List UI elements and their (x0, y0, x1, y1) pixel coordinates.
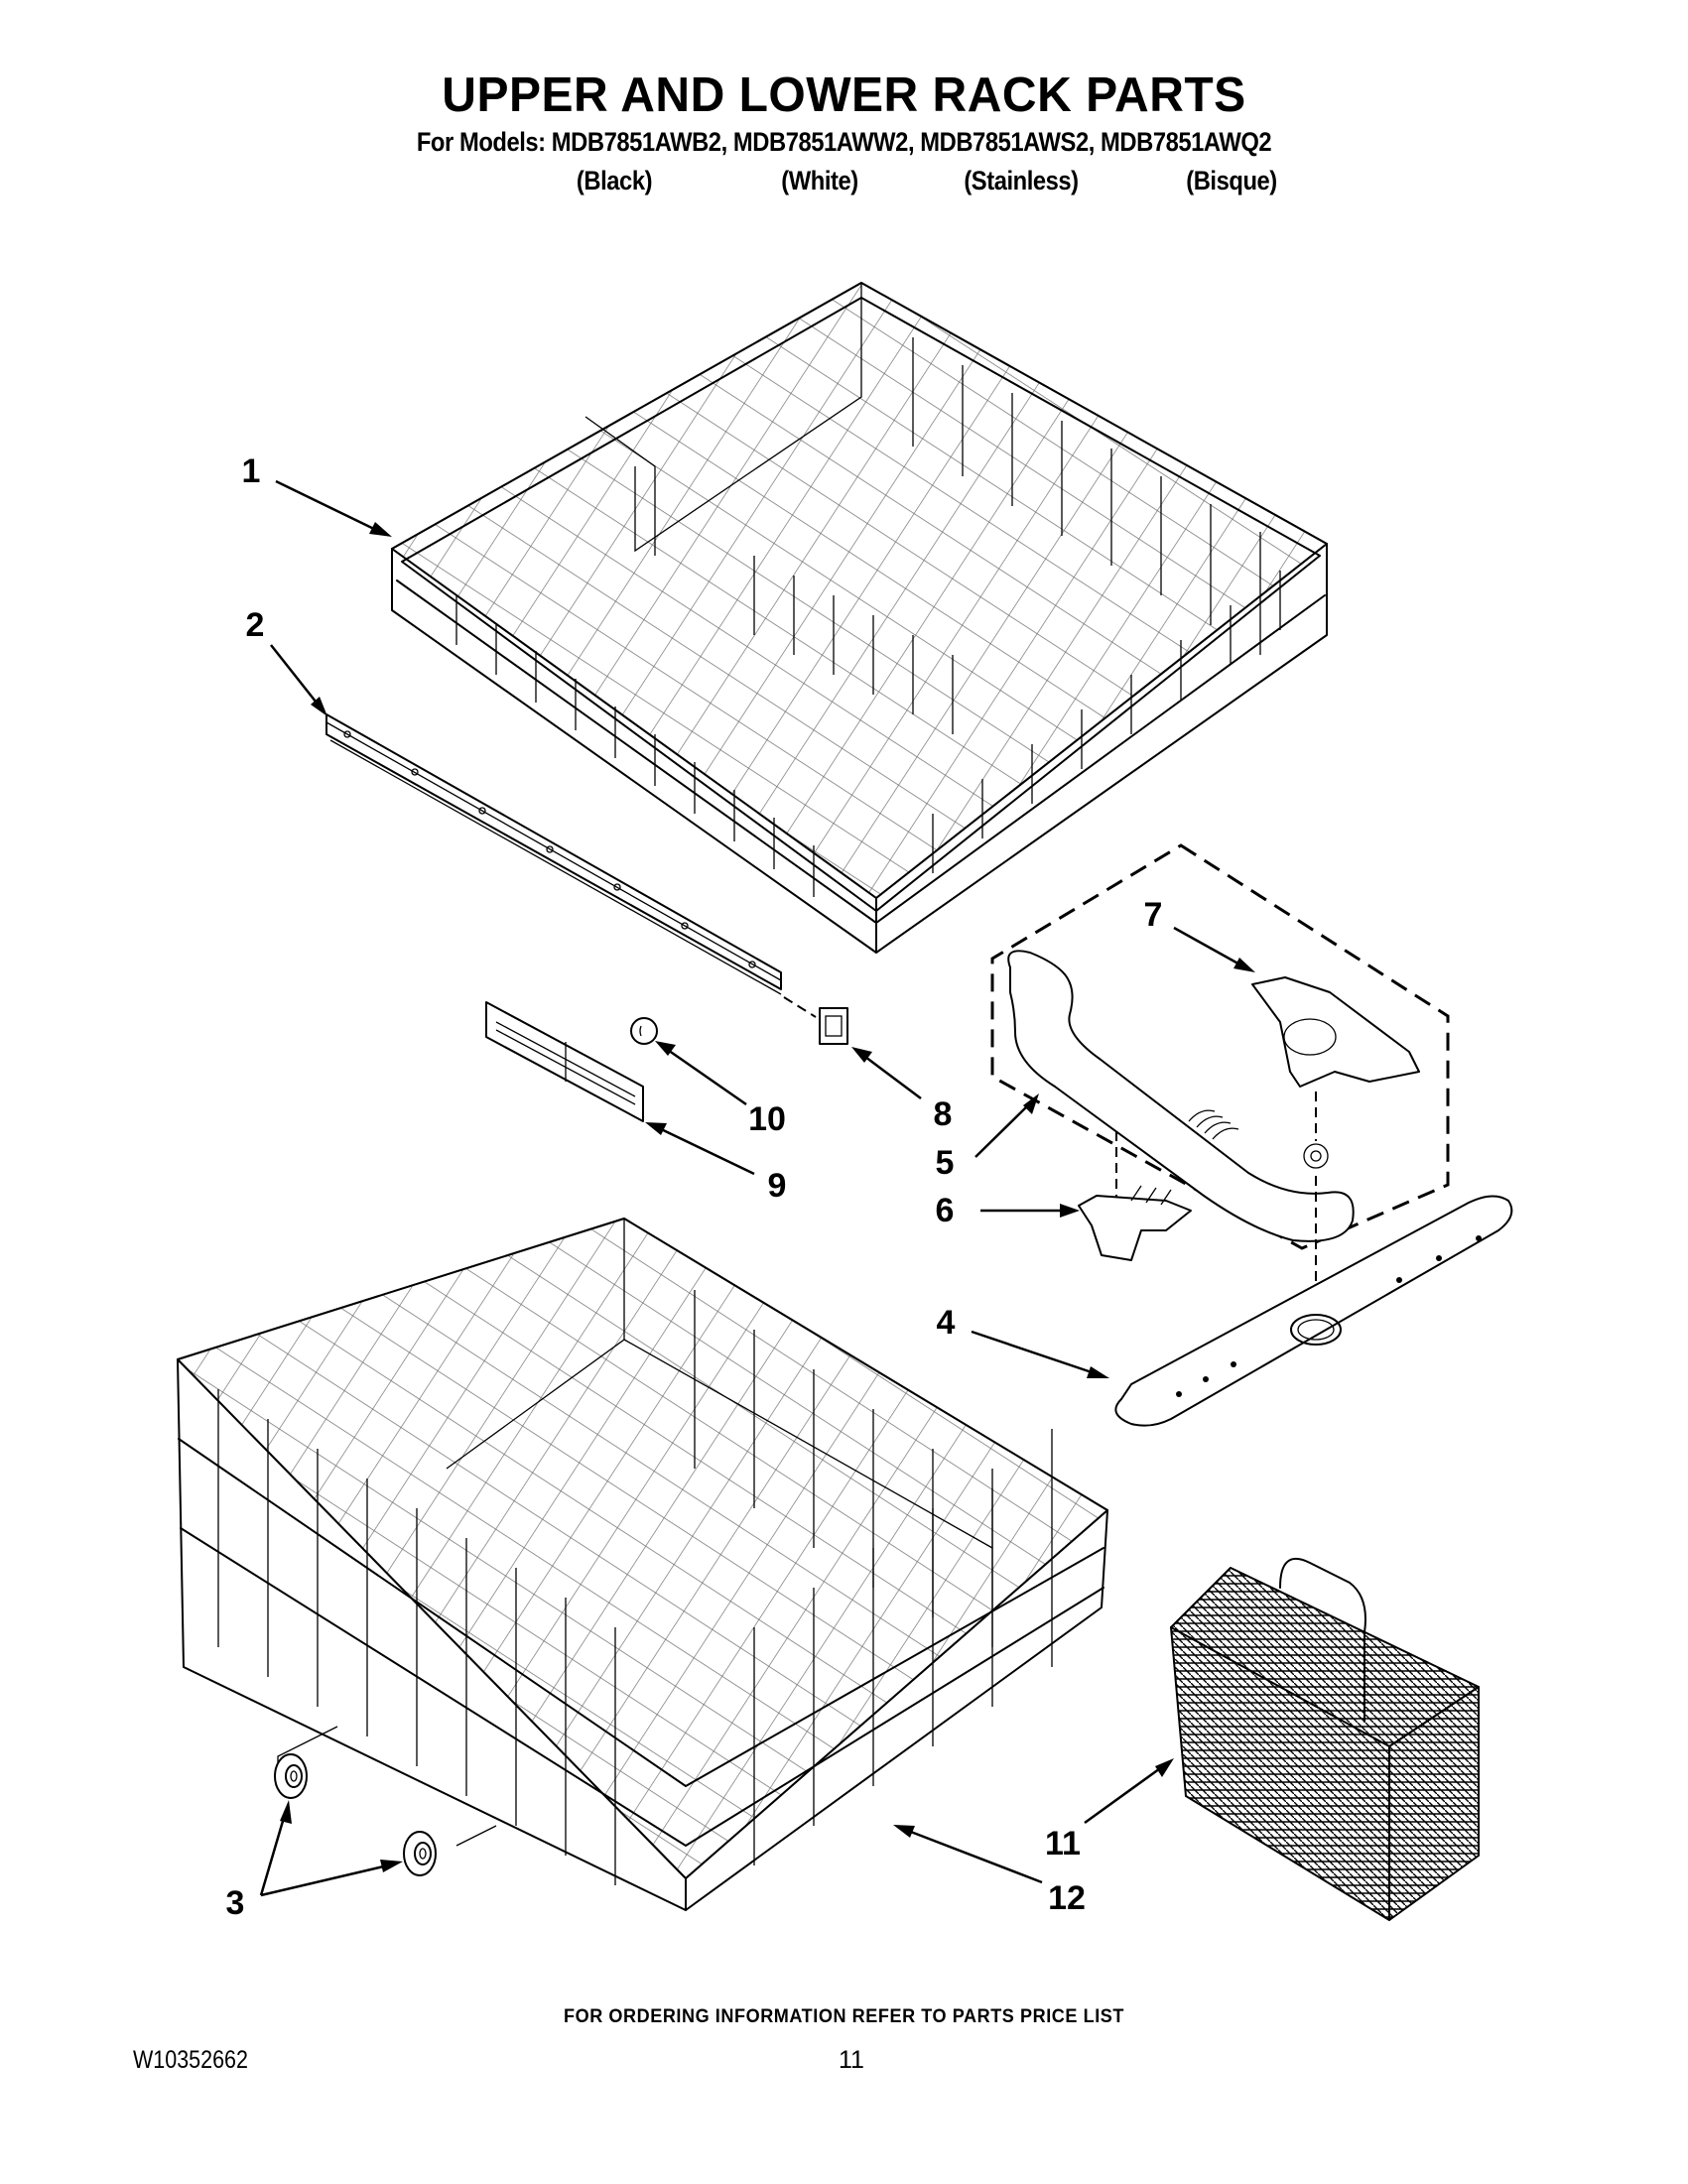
silverware-basket-illustration (1170, 1557, 1480, 1921)
lower-rack-illustration (177, 1218, 1108, 1911)
callout-3: 3 (225, 1884, 245, 1922)
wheel-illustration-1 (274, 1753, 308, 1799)
callout-11: 11 (1045, 1825, 1081, 1863)
callout-10: 10 (748, 1100, 786, 1138)
models-line: For Models: MDB7851AWB2, MDB7851AWW2, MD… (416, 127, 1272, 157)
color-label-black: (Black) (576, 166, 653, 195)
callout-2: 2 (245, 606, 265, 644)
upper-spray-arm-illustration (1114, 1195, 1513, 1427)
callout-8: 8 (933, 1095, 953, 1133)
document-number: W10352662 (133, 2046, 248, 2074)
rail-end-cap-illustration (819, 1007, 848, 1045)
color-label-stainless: (Stainless) (964, 166, 1079, 195)
callout-9: 9 (767, 1167, 787, 1205)
rail-stop-illustration (485, 1001, 644, 1122)
color-label-bisque: (Bisque) (1186, 166, 1277, 195)
wheel-illustration-2 (403, 1831, 437, 1876)
page-number: 11 (839, 2046, 864, 2074)
color-label-white: (White) (781, 166, 858, 195)
callout-6: 6 (935, 1192, 955, 1229)
upper-rack-illustration (391, 282, 1328, 954)
rail-ball-illustration (630, 1017, 658, 1045)
upper-rack-rail-illustration (325, 713, 817, 1018)
ordering-note: FOR ORDERING INFORMATION REFER TO PARTS … (563, 2006, 1124, 2027)
assembly-group-outline (990, 843, 1450, 1250)
callout-5: 5 (935, 1144, 955, 1182)
callout-7: 7 (1143, 896, 1163, 934)
callout-12: 12 (1048, 1879, 1086, 1917)
leader-arrows (259, 479, 1255, 1897)
page-title: UPPER AND LOWER RACK PARTS (442, 68, 1246, 122)
callout-4: 4 (936, 1304, 956, 1342)
callout-1: 1 (241, 452, 261, 490)
spray-arm-manifold-illustration (1007, 950, 1355, 1242)
manifold-clip-illustration (1078, 1185, 1192, 1261)
